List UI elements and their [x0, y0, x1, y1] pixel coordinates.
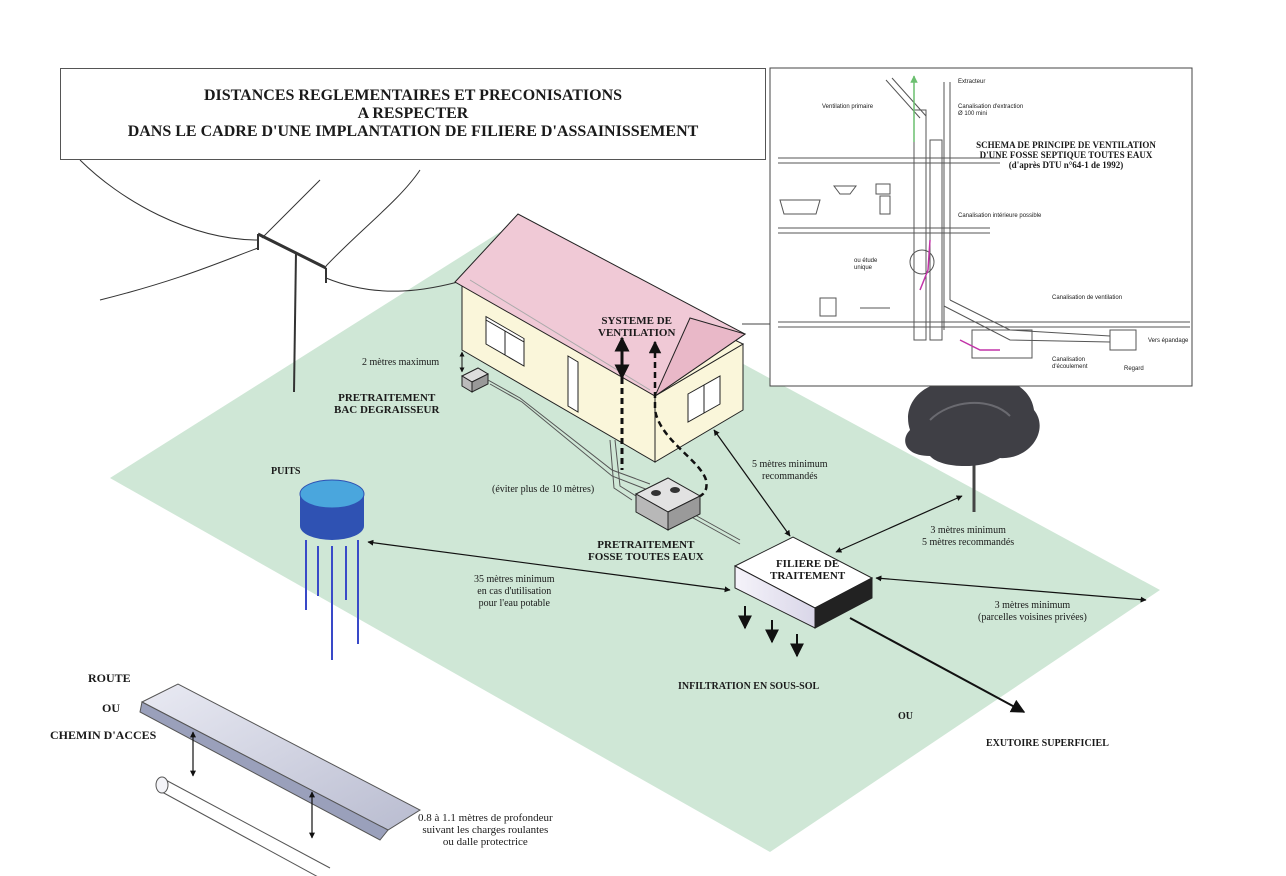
label-deux-metres: 2 mètres maximum	[362, 357, 440, 368]
title-line-3: DANS LE CADRE D'UNE IMPLANTATION DE FILI…	[127, 123, 699, 140]
inset-title-3: (d'après DTU n°64-1 de 1992)	[1008, 160, 1124, 170]
treatment-bed	[733, 536, 874, 629]
pipes	[487, 379, 741, 545]
distance-arrows	[367, 429, 1147, 603]
label-chemin: CHEMIN D'ACCES	[50, 728, 157, 742]
title-box: DISTANCES REGLEMENTAIRES ET PRECONISATIO…	[60, 68, 766, 160]
inset-title-1: SCHEMA DE PRINCIPE DE VENTILATION	[976, 140, 1156, 150]
inset-title: SCHEMA DE PRINCIPE DE VENTILATION D'UNE …	[958, 140, 1174, 170]
inset-ventilation-primaire: Ventilation primaire	[822, 104, 874, 110]
ventilation-inset	[742, 67, 1193, 387]
inset-canal-ventilation: Canalisation de ventilation	[1052, 295, 1123, 301]
label-infiltration: INFILTRATION EN SOUS-SOL	[678, 681, 820, 692]
grease-trap	[460, 367, 490, 393]
tree	[905, 377, 1040, 512]
septic-tank	[634, 477, 702, 531]
label-puits: PUITS	[271, 466, 301, 477]
well	[299, 479, 365, 660]
house	[454, 213, 747, 463]
label-exutoire: EXUTOIRE SUPERFICIEL	[986, 738, 1109, 749]
label-ou-right: OU	[898, 711, 913, 722]
inset-title-2: D'UNE FOSSE SEPTIQUE TOUTES EAUX	[979, 150, 1153, 160]
outlet-arrow	[849, 617, 1026, 713]
title-line-2: A RESPECTER	[357, 105, 469, 122]
inset-extracteur: Extracteur	[958, 79, 986, 85]
inset-regard: Regard	[1124, 366, 1144, 372]
label-eviter: (éviter plus de 10 mètres)	[492, 484, 595, 495]
label-trois-voisin: 3 mètres minimum(parcelles voisines priv…	[978, 600, 1087, 623]
title-line-1: DISTANCES REGLEMENTAIRES ET PRECONISATIO…	[203, 87, 623, 104]
inset-vers-epandage: Vers épandage	[1148, 338, 1189, 344]
power-pole	[79, 159, 466, 393]
label-route: ROUTE	[88, 671, 131, 685]
infiltration-arrows	[738, 606, 804, 658]
road	[139, 683, 422, 876]
inset-canal-interieure: Canalisation intérieure possible	[958, 213, 1042, 219]
label-ou-road: OU	[102, 701, 120, 715]
